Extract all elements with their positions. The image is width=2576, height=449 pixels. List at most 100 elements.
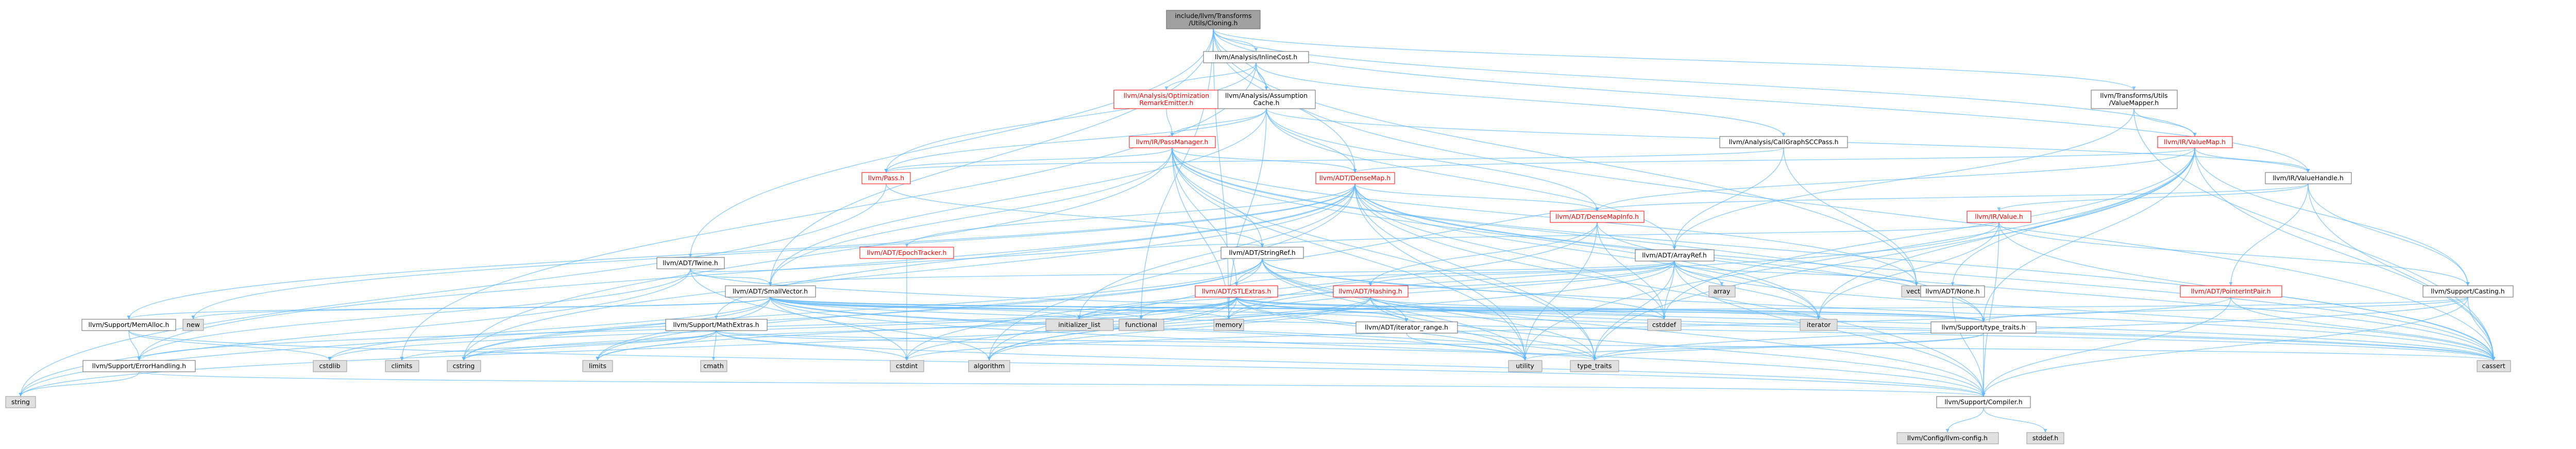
edge-irvaluemap-to-valuehandle (2194, 147, 2309, 173)
node-label: llvm/ADT/Hashing.h (1338, 287, 1402, 295)
node-memalloc[interactable]: llvm/Support/MemAlloc.h (81, 319, 176, 331)
edge-arrowhead (1981, 393, 1986, 396)
node-box (1920, 285, 1985, 298)
edge-densemap-to-epochtracker (906, 183, 1355, 248)
node-densemap[interactable]: llvm/ADT/DenseMap.h (1315, 172, 1395, 184)
node-twine[interactable]: llvm/ADT/Twine.h (656, 257, 725, 269)
edge-arrowhead (1997, 208, 2001, 211)
edge-assumption-to-pass (886, 108, 1267, 173)
node-irvaluemap[interactable]: llvm/IR/ValueMap.h (2157, 136, 2233, 148)
node-cmath[interactable]: cmath (700, 360, 727, 372)
node-label: llvm/Analysis/InlineCost.h (1215, 53, 1297, 61)
node-limits[interactable]: limits (582, 360, 613, 372)
node-stringref[interactable]: llvm/ADT/StringRef.h (1221, 247, 1304, 259)
edge-smallvector-to-initlist (770, 297, 1080, 320)
node-stlextras[interactable]: llvm/ADT/STLExtras.h (1195, 285, 1278, 298)
edge-arrowhead (328, 357, 332, 360)
node-cstddef[interactable]: cstddef (1647, 319, 1682, 331)
edge-arrayref-to-cstddef (1664, 261, 1675, 320)
node-label: llvm/ADT/None.h (1925, 287, 1979, 295)
node-passmanager[interactable]: llvm/IR/PassManager.h (1129, 136, 1216, 148)
edge-arrowhead (1817, 316, 1821, 319)
node-typetraitsllvm[interactable]: llvm/Support/type_traits.h (1930, 321, 2037, 334)
edge-arrayref-to-iterator (1674, 261, 1819, 320)
node-compiler[interactable]: llvm/Support/Compiler.h (1936, 396, 2031, 408)
node-label: llvm/Analysis/CallGraphSCCPass.h (1728, 138, 1838, 146)
node-new[interactable]: new (182, 319, 204, 331)
node-climits[interactable]: climits (385, 360, 419, 372)
node-utility[interactable]: utility (1508, 360, 1543, 372)
node-epochtracker[interactable]: llvm/ADT/EpochTracker.h (859, 247, 954, 259)
node-mathextras[interactable]: llvm/Support/MathExtras.h (665, 319, 768, 331)
node-iterator[interactable]: iterator (1800, 319, 1838, 331)
node-adtnone[interactable]: llvm/ADT/None.h (1920, 285, 1985, 298)
edge-arrowhead (1720, 282, 1724, 286)
node-callgraphscc[interactable]: llvm/Analysis/CallGraphSCCPass.h (1719, 136, 1848, 148)
node-irvalue[interactable]: llvm/IR/Value.h (1967, 211, 2031, 223)
node-functional[interactable]: functional (1118, 319, 1164, 331)
node-algorithm[interactable]: algorithm (968, 360, 1010, 372)
edge-densemapinfo-to-hashing (1370, 222, 1598, 286)
edge-arrowhead (1981, 318, 1986, 322)
edge-stlextras-to-cassert (1236, 297, 2494, 361)
edge-valuehandle-to-irvalue (1998, 183, 2309, 212)
edge-stringref-to-typetraits (1262, 258, 1595, 361)
edge-arrowhead (1260, 244, 1264, 247)
node-pass[interactable]: llvm/Pass.h (861, 172, 911, 184)
node-stddef[interactable]: stddef.h (2026, 432, 2064, 444)
node-box (1333, 285, 1409, 298)
node-arrayref[interactable]: llvm/ADT/ArrayRef.h (1635, 249, 1715, 262)
node-iteratorrange[interactable]: llvm/ADT/iterator_range.h (1355, 321, 1458, 334)
node-cstdlib[interactable]: cstdlib (313, 360, 347, 372)
node-densemapinfo[interactable]: llvm/ADT/DenseMapInfo.h (1550, 211, 1645, 223)
edge-mathextras-to-compiler (716, 330, 1984, 397)
node-cstdint[interactable]: cstdint (890, 360, 924, 372)
edge-root-to-functional (1141, 28, 1214, 320)
node-casting[interactable]: llvm/Support/Casting.h (2422, 285, 2514, 298)
edge-smallvector-to-memory (770, 297, 1229, 320)
node-box (1936, 396, 2031, 408)
node-valuehandle[interactable]: llvm/IR/ValueHandle.h (2265, 172, 2352, 184)
node-cstring[interactable]: cstring (447, 360, 481, 372)
node-hashing[interactable]: llvm/ADT/Hashing.h (1333, 285, 1409, 298)
edge-passmanager-to-stlextras (1172, 147, 1237, 286)
node-box (700, 360, 727, 372)
edge-irvaluemap-to-cstddef (1664, 147, 2195, 320)
node-label: cstdint (896, 362, 918, 370)
node-box (656, 257, 725, 269)
edge-passmanager-to-smallvector (770, 147, 1173, 286)
node-array[interactable]: array (1708, 285, 1736, 298)
edge-arrowhead (462, 357, 466, 360)
edge-arrowhead (1227, 316, 1231, 319)
node-box (861, 172, 911, 184)
node-optremark[interactable]: llvm/Analysis/OptimizationRemarkEmitter.… (1113, 90, 1219, 109)
node-smallvector[interactable]: llvm/ADT/SmallVector.h (725, 285, 816, 298)
node-label: RemarkEmitter.h (1140, 99, 1194, 107)
node-llvmconfig[interactable]: llvm/Config/llvm-config.h (1896, 432, 1999, 444)
node-inlinecost[interactable]: llvm/Analysis/InlineCost.h (1203, 51, 1309, 63)
edge-arrowhead (711, 357, 716, 360)
edge-valuemapperh-to-cassert (2133, 108, 2494, 361)
edge-memalloc-to-compiler (128, 330, 1984, 397)
node-errorhandling[interactable]: llvm/Support/ErrorHandling.h (82, 360, 196, 372)
edge-smallvector-to-iterator (770, 297, 1819, 320)
node-box (1800, 319, 1838, 331)
node-cassert[interactable]: cassert (2477, 360, 2511, 372)
node-initlist[interactable]: initializer_list (1045, 319, 1114, 331)
node-box (582, 360, 613, 372)
node-box (1570, 360, 1619, 372)
edge-assumption-to-densemap (1266, 108, 1355, 173)
node-label: memory (1215, 321, 1243, 329)
node-memory[interactable]: memory (1213, 319, 1244, 331)
edge-twine-to-stringref (690, 244, 1263, 272)
node-typetraits[interactable]: type_traits (1570, 360, 1619, 372)
edge-stlextras-to-cstdlib (329, 297, 1237, 361)
edge-mathextras-to-cassert (716, 330, 2494, 361)
edge-arrowhead (1404, 318, 1409, 322)
node-valuemapperh[interactable]: llvm/Transforms/Utils/ValueMapper.h (2091, 90, 2178, 109)
node-label: llvm/Transforms/Utils (2100, 92, 2167, 99)
node-string[interactable]: string (5, 396, 36, 408)
node-root[interactable]: include/llvm/Transforms/Utils/Cloning.h (1166, 10, 1261, 29)
node-pointerintpair[interactable]: llvm/ADT/PointerIntPair.h (2180, 285, 2282, 298)
